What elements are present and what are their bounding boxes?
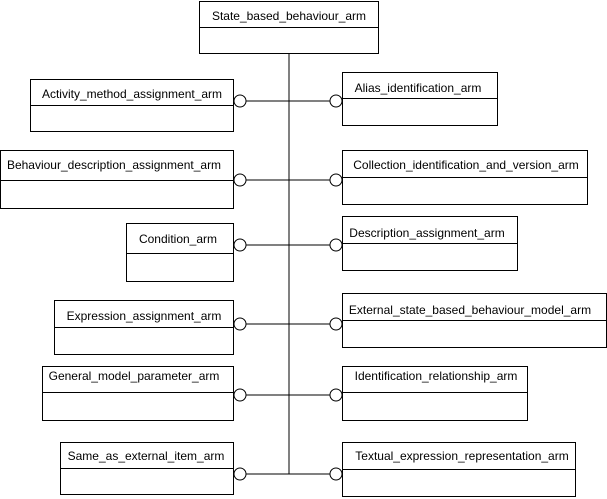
port-circle — [329, 317, 343, 331]
port-circle — [233, 388, 247, 402]
port-circle — [329, 94, 343, 108]
left-module-condition: Condition_arm — [126, 223, 289, 282]
module-label: Identification_relationship_arm — [355, 369, 518, 383]
module-label: General_model_parameter_arm — [49, 369, 220, 383]
port-circle — [329, 388, 343, 402]
right-module-external-state-based-behaviour-model: External_state_based_behaviour_model_arm — [289, 293, 607, 348]
module-label: Alias_identification_arm — [355, 81, 482, 95]
module-label: External_state_based_behaviour_model_arm — [349, 303, 591, 317]
left-module-behaviour-description-assignment: Behaviour_description_assignment_arm — [0, 150, 289, 209]
port-circle — [329, 467, 343, 481]
module-label: Activity_method_assignment_arm — [42, 87, 222, 101]
left-module-activity-method-assignment: Activity_method_assignment_arm — [30, 79, 289, 132]
root-module-label: State_based_behaviour_arm — [212, 9, 366, 23]
port-circle — [233, 238, 247, 252]
module-label: Description_assignment_arm — [349, 226, 504, 240]
right-module-identification-relationship: Identification_relationship_arm — [289, 366, 528, 421]
module-label: Textual_expression_representation_arm — [355, 449, 568, 463]
left-module-expression-assignment: Expression_assignment_arm — [54, 300, 289, 355]
right-module-textual-expression-representation: Textual_expression_representation_arm — [289, 442, 576, 497]
left-module-general-model-parameter: General_model_parameter_arm — [42, 366, 289, 421]
module-label: Same_as_external_item_arm — [68, 449, 225, 463]
right-module-alias-identification: Alias_identification_arm — [289, 72, 498, 126]
module-label: Condition_arm — [139, 232, 217, 246]
module-label: Behaviour_description_assignment_arm — [7, 158, 221, 172]
port-circle — [233, 94, 247, 108]
right-module-collection-identification-and-version: Collection_identification_and_version_ar… — [289, 150, 588, 205]
port-circle — [233, 467, 247, 481]
port-circle — [233, 173, 247, 187]
left-module-same-as-external-item: Same_as_external_item_arm — [60, 442, 289, 495]
root-module: State_based_behaviour_arm — [199, 1, 379, 54]
module-label: Collection_identification_and_version_ar… — [353, 158, 578, 172]
port-circle — [233, 317, 247, 331]
port-circle — [329, 238, 343, 252]
right-module-description-assignment: Description_assignment_arm — [289, 216, 518, 271]
module-label: Expression_assignment_arm — [67, 309, 222, 323]
port-circle — [329, 173, 343, 187]
